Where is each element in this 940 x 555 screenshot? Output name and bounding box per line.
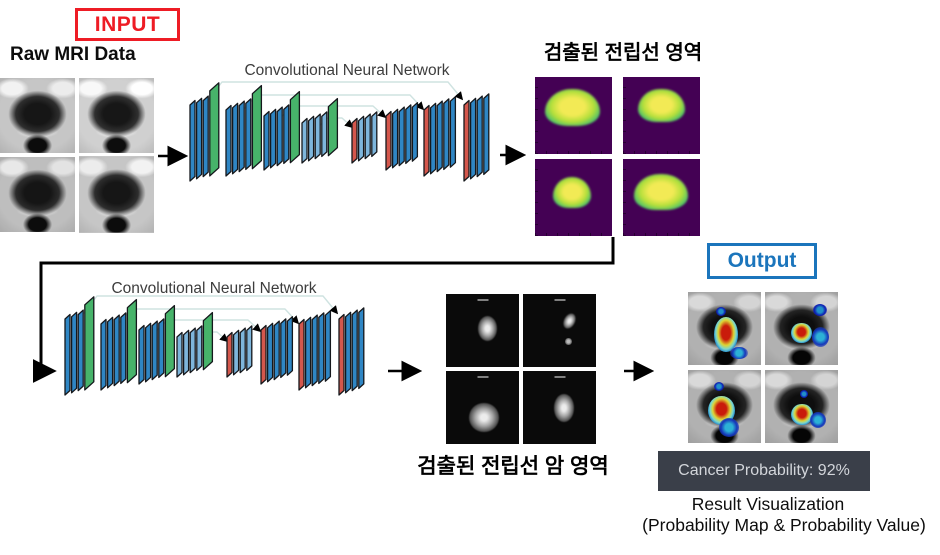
prostate-blob xyxy=(552,177,592,209)
cold-blob xyxy=(718,418,740,438)
cancer-blob xyxy=(560,311,578,331)
cold-dot xyxy=(800,390,809,399)
cancer-mask-slice xyxy=(446,294,519,367)
prostate-segmentation-grid xyxy=(535,77,700,236)
cold-dot xyxy=(714,381,725,391)
cold-blob xyxy=(730,347,748,360)
prostate-heatmap-slice xyxy=(535,77,612,154)
input-label: INPUT xyxy=(94,12,161,36)
probability-overlay-slice xyxy=(765,292,838,365)
cancer-blob xyxy=(469,403,499,433)
prostate-heatmap-slice xyxy=(623,77,700,154)
heat-blob xyxy=(791,403,814,426)
cnn1-title: Convolutional Neural Network xyxy=(244,62,450,79)
output-label: Output xyxy=(727,249,797,272)
cancer-blob xyxy=(478,315,498,341)
mri-slice xyxy=(79,156,154,233)
cold-blob xyxy=(810,412,827,429)
cancer-mask-slice xyxy=(523,371,596,444)
prostate-blob xyxy=(545,88,601,126)
probability-overlay-slice xyxy=(688,370,761,443)
cancer-mask-slice xyxy=(523,294,596,367)
mri-slice xyxy=(79,78,154,153)
prostate-blob xyxy=(637,88,685,123)
result-caption-line1: Result Visualization xyxy=(691,494,845,514)
cancer-blob xyxy=(553,394,575,423)
raw-mri-grid xyxy=(0,78,154,233)
raw-mri-label: Raw MRI Data xyxy=(10,44,136,65)
probability-overlay-slice xyxy=(688,292,761,365)
probability-overlay-grid xyxy=(688,292,838,443)
cancer-region-title: 검출된 전립선 암 영역 xyxy=(417,455,609,478)
cnn2-title: Convolutional Neural Network xyxy=(111,280,317,297)
cancer-mask-grid xyxy=(446,294,596,444)
heat-blob xyxy=(791,322,812,344)
prostate-blob xyxy=(633,174,688,210)
cnn-1-diagram xyxy=(189,81,490,182)
cold-dot xyxy=(813,303,828,316)
cnn-2-diagram xyxy=(64,295,365,396)
probability-overlay-slice xyxy=(765,370,838,443)
prostate-heatmap-slice xyxy=(623,159,700,236)
mri-slice xyxy=(0,157,75,232)
cancer-mask-slice xyxy=(446,371,519,444)
prostate-heatmap-slice xyxy=(535,159,612,236)
cancer-probability-badge: Cancer Probability: 92% xyxy=(658,451,870,491)
connector-prostate-map-to-cnn2 xyxy=(32,237,615,383)
output-badge: Output xyxy=(707,243,817,279)
cancer-probability-text: Cancer Probability: 92% xyxy=(678,462,850,479)
input-badge: INPUT xyxy=(75,8,180,41)
cold-dot xyxy=(715,306,726,316)
cold-blob xyxy=(811,327,830,348)
mri-slice xyxy=(0,78,75,153)
prostate-region-title: 검출된 전립선 영역 xyxy=(543,42,703,64)
result-caption-line2: (Probability Map & Probability Value) xyxy=(642,515,926,535)
cancer-blob xyxy=(565,337,572,346)
heat-blob xyxy=(714,316,738,352)
